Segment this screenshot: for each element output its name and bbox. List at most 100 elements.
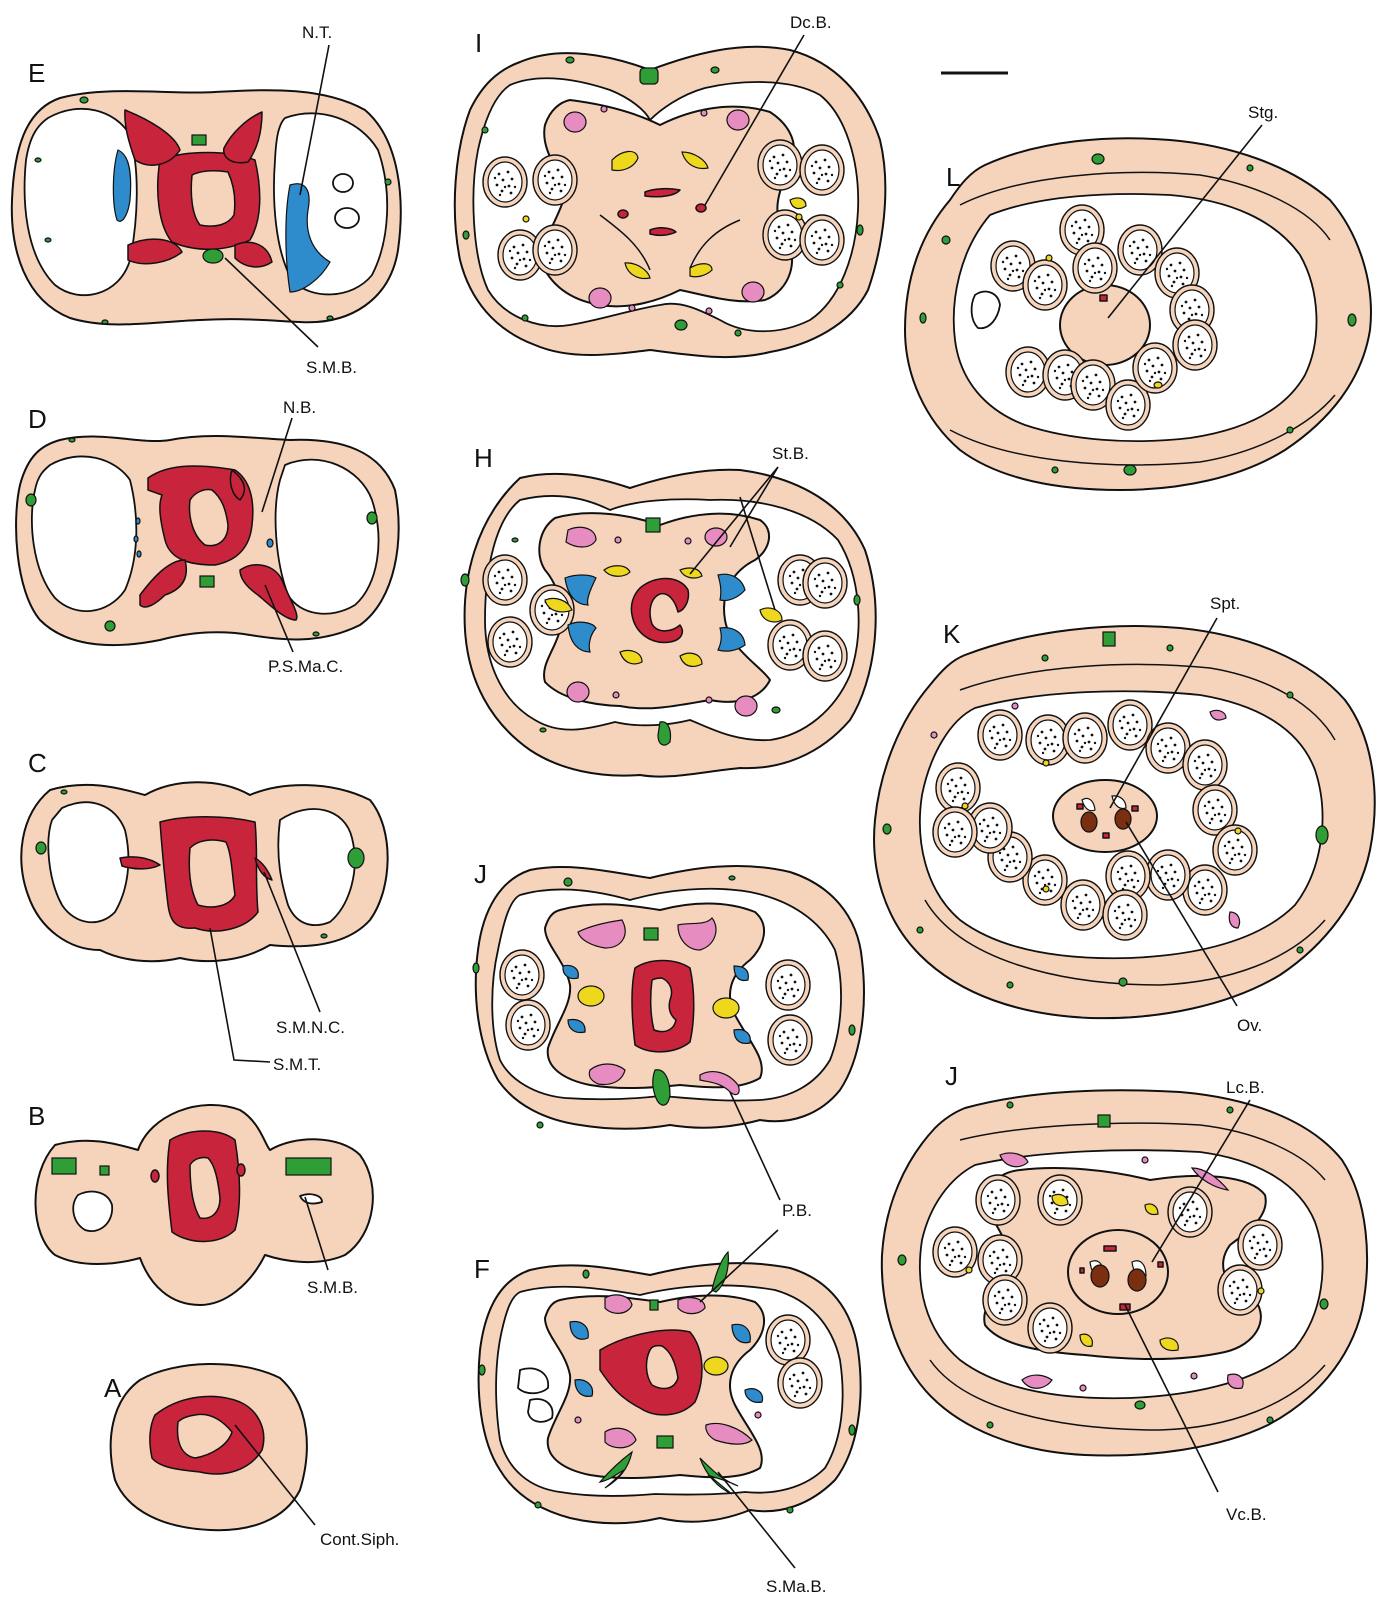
sporangium xyxy=(803,558,847,608)
green-nerve xyxy=(203,249,223,263)
yellow-body xyxy=(1046,255,1052,261)
yellow-body xyxy=(523,216,529,222)
panel-letter-B: B xyxy=(28,1101,45,1131)
panel-letter-H: H xyxy=(474,443,493,473)
label-N.B.: N.B. xyxy=(283,398,316,417)
sporangium xyxy=(483,157,527,207)
red-tissue xyxy=(151,1170,159,1182)
pink-body xyxy=(605,1295,632,1313)
panel-letter-A: A xyxy=(104,1373,122,1403)
ovule xyxy=(1128,1269,1146,1291)
pink-body xyxy=(685,538,691,544)
yellow-body xyxy=(796,214,802,220)
sporangium xyxy=(1028,1303,1072,1353)
green-nerve xyxy=(644,928,658,940)
green-nerve xyxy=(857,225,863,235)
green-nerve xyxy=(200,576,214,587)
section-outline xyxy=(111,1364,307,1530)
yellow-body xyxy=(1043,886,1049,892)
green-nerve xyxy=(849,1425,855,1435)
green-nerve xyxy=(675,320,687,330)
sporangium xyxy=(1168,1187,1212,1237)
green-nerve xyxy=(52,1158,76,1174)
cavity xyxy=(73,1192,112,1231)
yellow-body xyxy=(704,1357,728,1375)
panel-letter-J: J xyxy=(474,859,487,889)
red-tissue xyxy=(696,204,706,212)
green-nerve xyxy=(473,963,479,973)
pink-body xyxy=(735,696,757,716)
pink-body xyxy=(589,288,611,308)
green-nerve xyxy=(987,1422,993,1428)
pink-body xyxy=(706,308,712,314)
yellow-body xyxy=(1043,760,1049,766)
green-nerve xyxy=(463,231,469,239)
green-nerve xyxy=(854,595,860,605)
pink-body xyxy=(629,305,635,311)
red-tissue xyxy=(237,1164,245,1176)
green-nerve xyxy=(1124,465,1136,475)
panel-I: I xyxy=(455,13,886,357)
sporangium xyxy=(533,155,577,205)
pink-body xyxy=(566,527,596,547)
green-nerve xyxy=(1267,1417,1273,1423)
pink-body xyxy=(615,537,621,543)
blue-body xyxy=(134,536,138,542)
green-nerve xyxy=(566,57,574,63)
green-nerve xyxy=(540,728,546,732)
sporangium xyxy=(983,1275,1027,1325)
green-nerve xyxy=(772,707,780,713)
green-nerve xyxy=(1227,1107,1233,1113)
panel-B: B S.M.B. xyxy=(28,1101,373,1305)
central-tissue xyxy=(1053,780,1157,852)
green-nerve xyxy=(849,1025,855,1035)
red-tissue xyxy=(1100,295,1107,301)
pink-body xyxy=(613,692,619,698)
yellow-body xyxy=(966,1267,972,1273)
ovule xyxy=(1091,1265,1109,1287)
green-nerve xyxy=(920,313,926,323)
green-nerve xyxy=(461,574,469,586)
cavity xyxy=(276,460,379,614)
pink-body xyxy=(742,282,764,302)
panel-letter-C: C xyxy=(28,748,47,778)
label-N.T.: N.T. xyxy=(302,23,332,42)
pink-body xyxy=(575,1417,581,1423)
green-nerve xyxy=(100,1166,109,1175)
label-Lc.B.: Lc.B. xyxy=(1226,1078,1265,1097)
green-nerve xyxy=(367,512,377,524)
green-nerve xyxy=(1316,826,1328,844)
green-nerve xyxy=(482,127,488,133)
cavity-small xyxy=(333,174,353,192)
green-nerve xyxy=(61,790,67,794)
green-nerve xyxy=(917,927,923,933)
label-S.Ma.B.: S.Ma.B. xyxy=(766,1577,826,1596)
sporangium xyxy=(976,1175,1020,1225)
green-nerve xyxy=(657,1436,673,1448)
label-S.M.B.: S.M.B. xyxy=(306,358,357,377)
label-Spt.: Spt. xyxy=(1210,594,1240,613)
green-nerve xyxy=(286,1158,331,1175)
green-nerve xyxy=(837,282,843,288)
pink-body xyxy=(701,110,707,116)
sporangium xyxy=(1173,320,1217,370)
panel-letter-I: I xyxy=(475,28,482,58)
panel-K: K xyxy=(874,594,1375,1035)
panel-letter-E: E xyxy=(28,58,45,88)
green-nerve xyxy=(385,179,391,185)
green-nerve xyxy=(348,848,364,868)
yellow-body xyxy=(962,803,968,809)
green-nerve xyxy=(1320,1299,1328,1309)
green-nerve xyxy=(36,842,46,854)
sporangium xyxy=(1238,1220,1282,1270)
label-P.B.: P.B. xyxy=(782,1201,812,1220)
pink-body xyxy=(755,1412,761,1418)
sporangium xyxy=(506,1000,550,1050)
green-nerve xyxy=(1042,655,1048,661)
panel-C: C S.M.N.C. S.M.T. xyxy=(21,748,387,1074)
green-nerve xyxy=(69,438,75,442)
sporangium xyxy=(936,763,980,813)
yellow-body xyxy=(1154,382,1162,388)
pink-body xyxy=(727,110,749,130)
sporangium xyxy=(1063,713,1107,763)
